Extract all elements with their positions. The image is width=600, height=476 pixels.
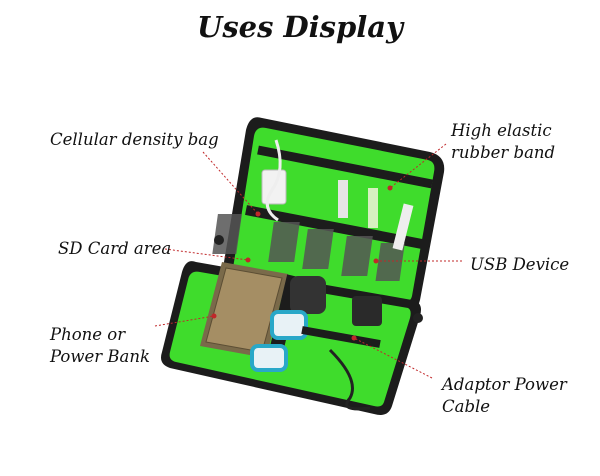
zipper-pull-icon [214, 235, 224, 245]
label-high-elastic-line1: High elastic [451, 121, 552, 140]
label-phone-line1: Phone or [50, 325, 126, 344]
label-sd-card-area: SD Card area [58, 239, 172, 258]
page-title: Uses Display [197, 10, 403, 44]
label-adaptor-line1: Adaptor Power [442, 375, 567, 394]
label-phone-line2: Power Bank [50, 347, 150, 366]
upper-lid [212, 117, 445, 315]
zipper-pull-icon [413, 313, 423, 323]
phone-power-bank [200, 262, 288, 358]
leader-lines [154, 143, 462, 379]
label-adaptor-line2: Cable [442, 397, 491, 416]
label-cellular-density-bag: Cellular density bag [50, 130, 219, 149]
label-high-elastic-line2: rubber band [451, 143, 556, 162]
label-usb-device: USB Device [470, 255, 570, 274]
lower-tray [161, 261, 421, 415]
